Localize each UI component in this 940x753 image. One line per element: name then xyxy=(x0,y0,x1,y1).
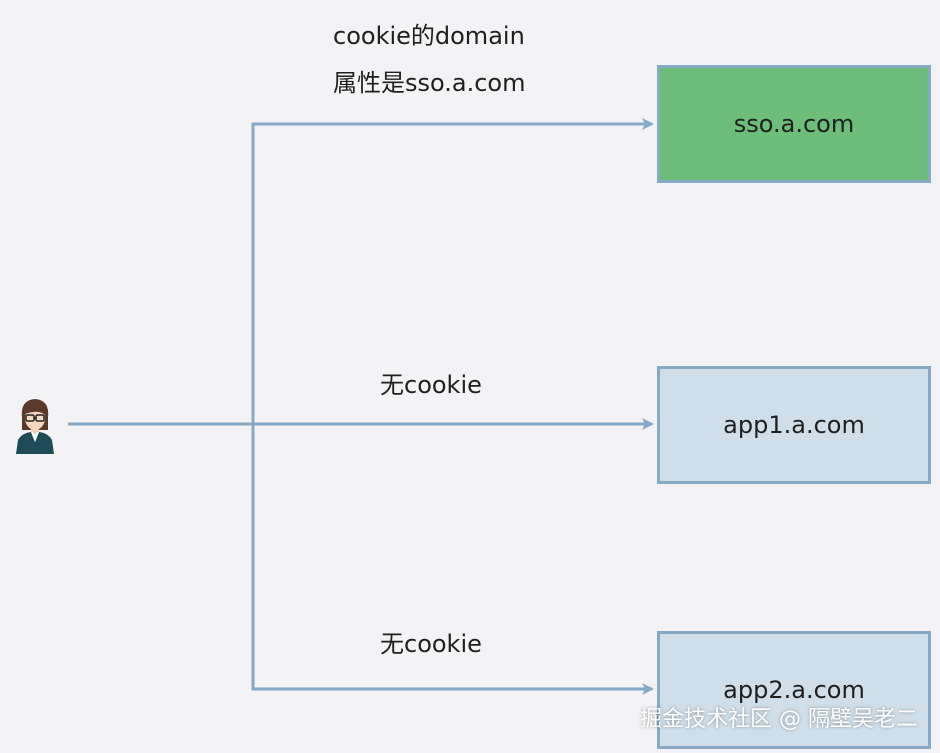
app1-node-label: app1.a.com xyxy=(723,411,865,439)
edge-label-sso-line2: 属性是sso.a.com xyxy=(333,69,526,97)
app2-node-label: app2.a.com xyxy=(723,676,865,704)
watermark: 掘金技术社区 @ 隔壁吴老二 xyxy=(640,707,918,732)
sso-node-label: sso.a.com xyxy=(733,110,855,138)
sso-node: sso.a.com xyxy=(657,65,931,183)
edge-label-sso-line1: cookie的domain xyxy=(333,22,525,50)
edge-label-app1: 无cookie xyxy=(380,371,482,399)
app1-node: app1.a.com xyxy=(657,366,931,484)
user-avatar-icon xyxy=(16,399,54,454)
edge-label-app2: 无cookie xyxy=(380,630,482,658)
app2-node: app2.a.com xyxy=(657,631,931,749)
